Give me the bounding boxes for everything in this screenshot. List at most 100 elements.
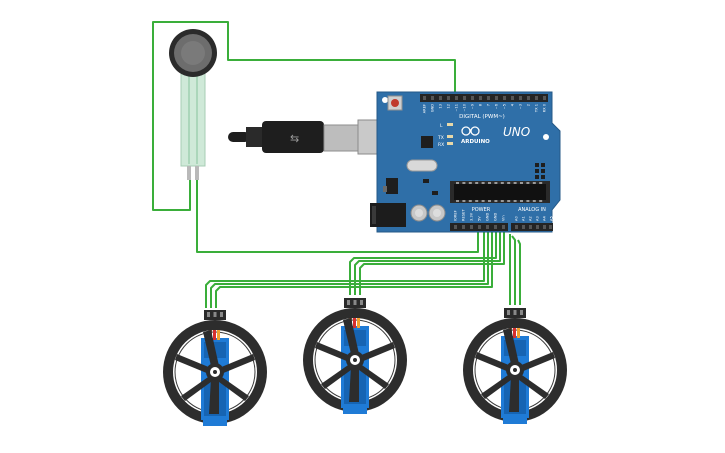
led-label-l: L [440, 123, 443, 129]
led-label-tx: TX [437, 135, 444, 141]
pin-label: A0 [515, 216, 519, 221]
status-leds: L TX RX [437, 123, 453, 148]
chip-pin [475, 182, 479, 184]
analog-header-label: ANALOG IN [518, 207, 546, 213]
pin-label: 5V [478, 216, 482, 221]
usb-cable-strain [246, 127, 264, 147]
force-sensor[interactable] [169, 29, 217, 180]
servo-motor-1[interactable] [162, 309, 268, 427]
servo-motor-3[interactable] [462, 307, 568, 425]
chip-pin [500, 200, 504, 202]
pin-label: ~6 [495, 103, 499, 109]
arduino-logo-icon [461, 126, 471, 136]
digital-header-label: DIGITAL (PWM~) [459, 114, 505, 120]
chip-pin [481, 200, 485, 202]
chip-pin [539, 182, 543, 184]
wires [152, 21, 521, 308]
fsr-pin-left [187, 166, 191, 180]
pin-label: RX 0 [543, 103, 547, 112]
fsr-pad-center [181, 41, 205, 65]
chip-pin [468, 182, 472, 184]
voltage-regulator [386, 178, 398, 194]
smd-component [432, 191, 438, 195]
usb-cable-tip [228, 132, 250, 142]
wire-servo2-3[interactable] [359, 228, 505, 295]
pin-label: RESET [462, 209, 466, 221]
wire-servo3-3[interactable] [517, 239, 521, 305]
icsp-header [535, 163, 545, 179]
pin-label: 8 [479, 103, 483, 106]
chip-pin [532, 200, 536, 202]
chip-pin [468, 200, 472, 202]
wire-servo3-2[interactable] [511, 235, 516, 305]
chip-pin [462, 182, 466, 184]
usb-plug-metal [323, 124, 361, 152]
pin-label: A4 [543, 216, 547, 221]
pin-label: 4 [511, 103, 515, 106]
pin-label: 3.3V [470, 212, 474, 221]
wire-fsr-5v[interactable] [152, 21, 456, 211]
fsr-pin-right [195, 166, 199, 180]
wire-servo1-1[interactable] [205, 228, 485, 308]
pin-label: GND [486, 213, 490, 221]
wire-servo2-2[interactable] [354, 228, 501, 295]
chip-pin [513, 182, 517, 184]
pin-label: AREF [423, 104, 427, 113]
chip-pin [488, 200, 491, 202]
arduino-logo-icon [470, 126, 480, 136]
power-header-pins [454, 225, 552, 229]
wire-servo1-3[interactable] [215, 228, 493, 308]
chip-pin [532, 182, 536, 184]
pin-label: ~3 [519, 104, 523, 109]
pin-label: Vin [502, 215, 506, 221]
chip-pin [513, 200, 517, 202]
mount-hole [382, 97, 388, 103]
pin-label: 2 [527, 104, 531, 106]
pin-label: ~11 [455, 104, 459, 112]
smd-component [423, 179, 429, 183]
chip-pin [456, 182, 459, 184]
power-jack-base [372, 206, 376, 224]
fsr-tail [180, 69, 206, 167]
board-brand-label: UNO [503, 125, 530, 139]
chip-pin [481, 182, 485, 184]
servo-motor-2[interactable] [302, 297, 408, 415]
pin-label: ~5 [503, 104, 507, 109]
chip-pin [494, 182, 498, 184]
pin-label: A3 [536, 216, 540, 221]
capacitor-top [433, 209, 441, 217]
pin-label: A2 [529, 216, 533, 221]
usb-plug-body [262, 121, 324, 153]
digital-header[interactable] [420, 94, 548, 102]
chip-pin [500, 182, 504, 184]
pin-label: ~9 [471, 103, 475, 109]
wire-fsr-a0[interactable] [196, 180, 479, 253]
power-header-label: POWER [472, 207, 491, 213]
chip-pin [539, 200, 543, 202]
chip-pin [526, 182, 530, 184]
chip-pin [456, 200, 459, 202]
usb-symbol-icon: ⇆ [290, 132, 299, 145]
chip-pin [488, 182, 491, 184]
chip-pin [520, 182, 523, 184]
arduino-logo-label: ARDUINO [461, 139, 490, 145]
pin-label: 13 [439, 104, 443, 109]
chip-pin [520, 200, 523, 202]
digital-header-pins [423, 96, 546, 100]
capacitor-top [415, 209, 423, 217]
microcontroller-pins [456, 182, 543, 202]
microcontroller-chip [454, 184, 546, 200]
wire-servo2-1[interactable] [349, 228, 497, 295]
reset-button-cap [391, 99, 399, 107]
pin-label: A5 [550, 216, 554, 221]
wire-servo1-2[interactable] [210, 228, 489, 308]
led-label-rx: RX [438, 142, 444, 148]
pin-label: GND [494, 213, 498, 221]
chip-pin [507, 200, 511, 202]
chip-pin [494, 200, 498, 202]
